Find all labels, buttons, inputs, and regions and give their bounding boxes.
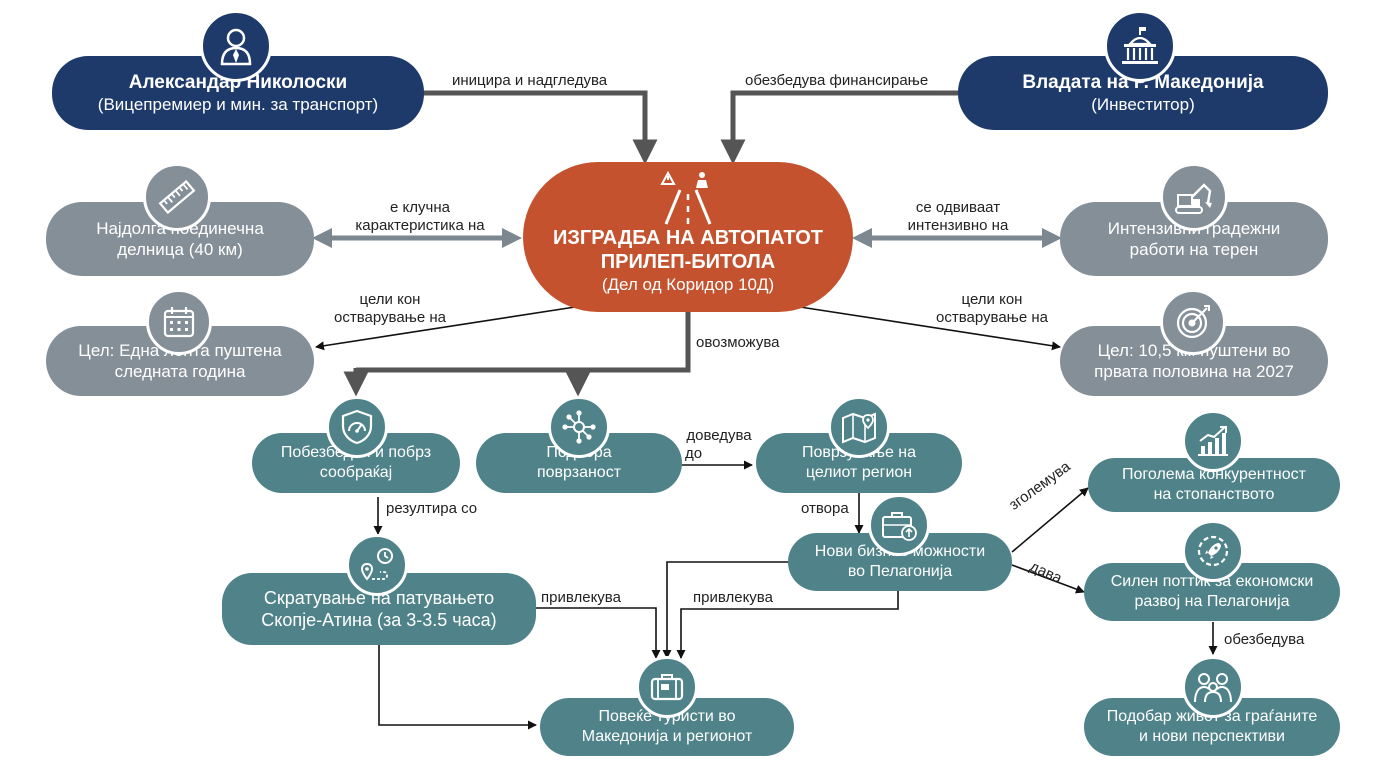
arrow-center-goal-km [799,306,1061,351]
arrow-nikoloski-center [420,90,658,165]
label-goals-right: цели кон остварување на [936,291,1048,326]
label-key-feature: е клучна карактеристика на [355,199,485,234]
family-icon [1182,656,1244,718]
arrow-shorter-tourists [535,607,661,659]
arrow-shorter-tourists-bottom [378,620,537,730]
suitcase-icon [636,656,698,718]
briefcase-icon [868,494,930,556]
target-icon [1160,289,1226,355]
arrow-business-tourists [676,588,899,659]
label-initiates: иницира и надгледува [452,72,608,89]
label-taking-place: се одвиваат интензивно на [907,199,1009,234]
calendar-icon [146,289,212,355]
arrow-business-competitive [1011,487,1089,553]
label-goals-left: цели кон остварување на [334,291,446,326]
network-icon [548,396,610,458]
ruler-icon [143,163,211,231]
government-building-icon [1104,10,1176,82]
map-pin-icon [828,396,890,458]
label-attracts-left: привлекува [541,589,621,606]
arrow-center-enables-trunk [356,312,691,373]
shield-speedometer-icon [326,396,388,458]
label-opens: отвора [801,500,849,517]
label-finances: обезбедува финансирање [745,72,929,89]
label-results-in: резултира со [386,500,478,517]
label-enables: овозможува [696,334,780,351]
label-attracts-right: привлекува [693,589,773,606]
arrow-government-center [720,90,958,165]
node-center: ИЗГРАДБА НА АВТОПАТОТ ПРИЛЕП-БИТОЛА (Дел… [523,162,853,312]
arrow-business-economic [1011,564,1085,594]
label-provides: обезбедува [1224,631,1305,648]
arrow-business-tourists-2 [662,561,800,659]
excavator-icon [1160,163,1228,231]
road-construction-icon [658,168,718,226]
growth-chart-icon [1182,410,1244,472]
label-leads-to: доведува до [685,427,752,462]
person-icon [200,10,272,82]
arrow-center-goal-lane [315,306,576,351]
route-clock-icon [346,534,408,596]
node-connect: Подобра поврзаност [476,433,682,493]
rocket-gear-icon [1182,520,1244,582]
